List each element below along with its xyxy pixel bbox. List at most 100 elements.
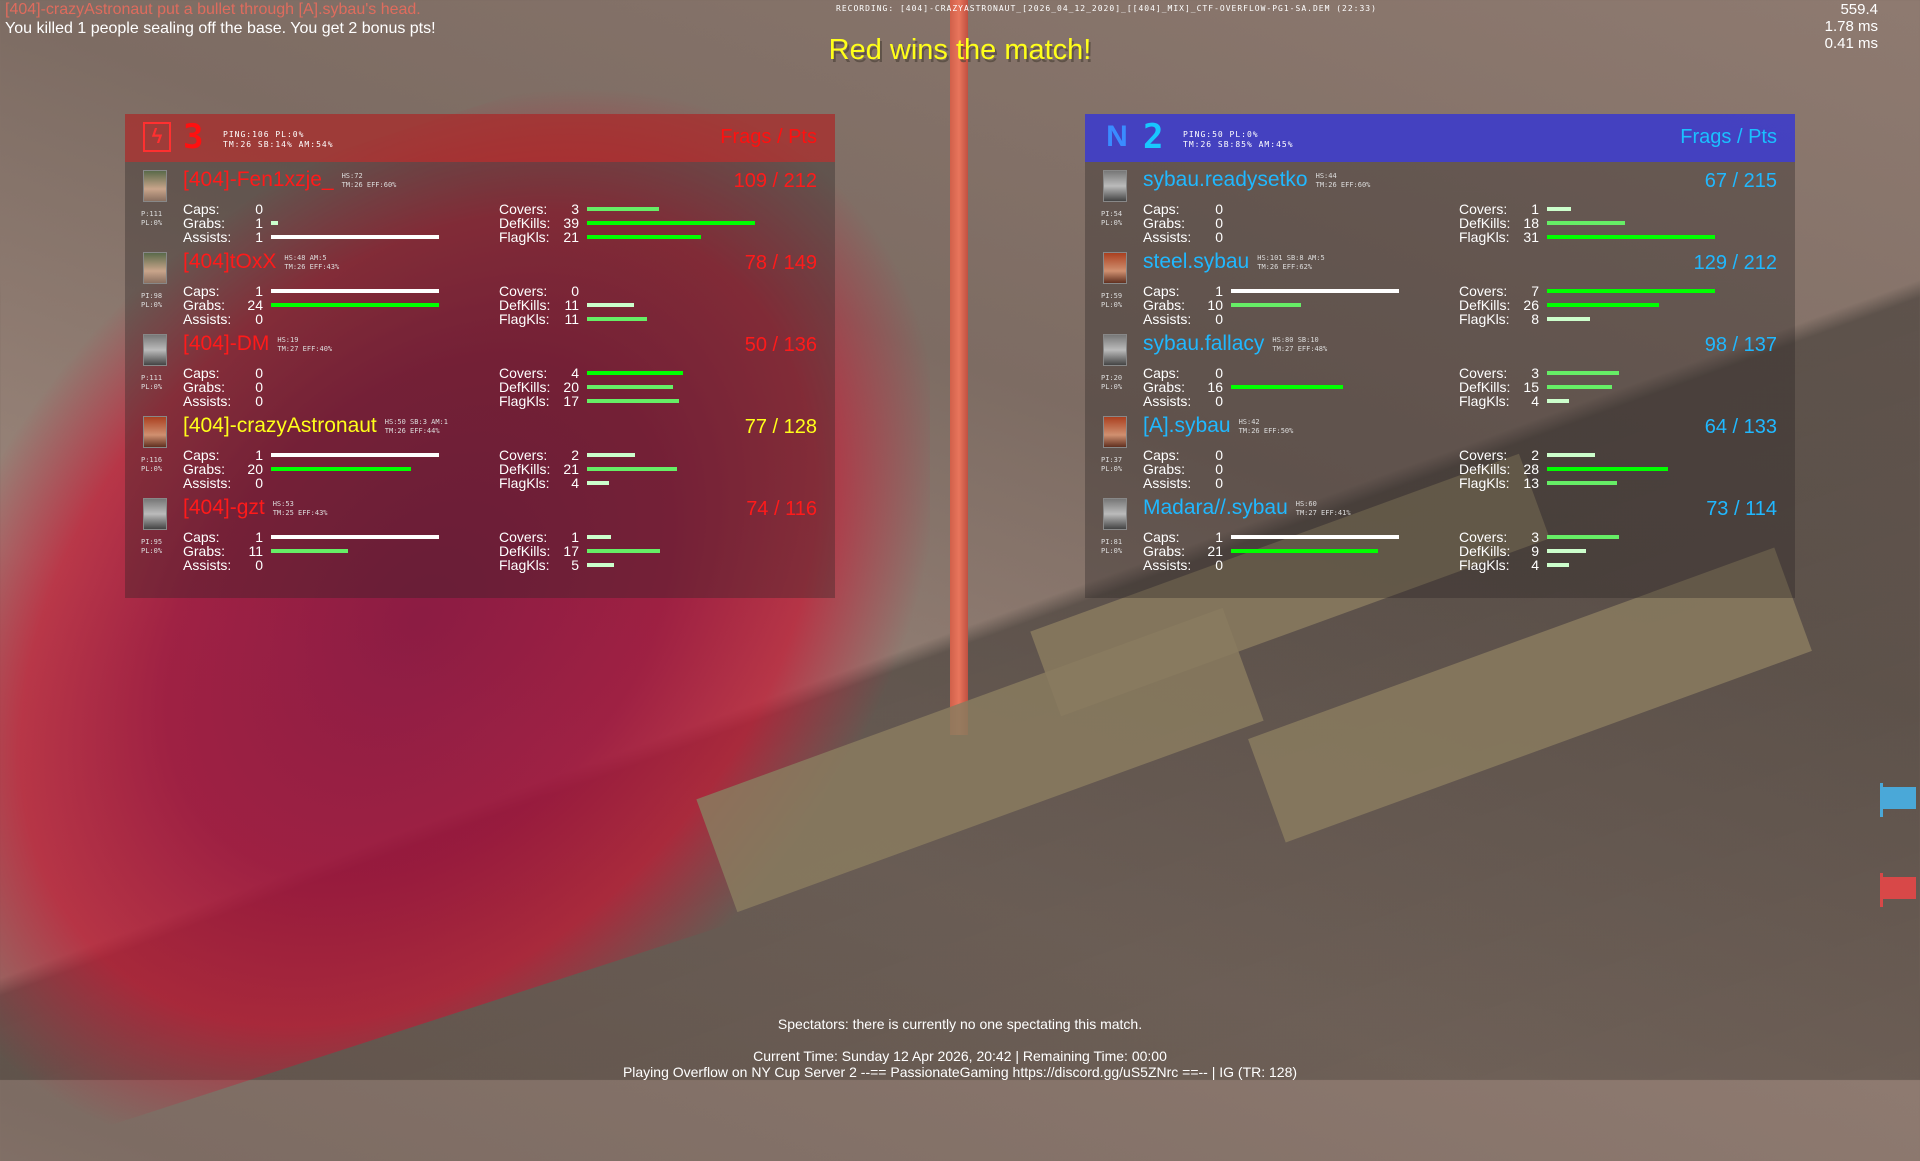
- bonus-message: You killed 1 people sealing off the base…: [5, 20, 436, 37]
- player-defense-stats: Covers:7 DefKills:26 FlagKls:8: [1459, 284, 1715, 326]
- flagkills-bar: [587, 317, 647, 321]
- player-avatar: [143, 252, 167, 284]
- blue-team-meta: PING:50 PL:0% TM:26 SB:85% AM:45%: [1183, 130, 1294, 149]
- player-offense-stats: Caps:0 Grabs:0 Assists:0: [183, 365, 263, 409]
- blue-team-header: N 2 PING:50 PL:0% TM:26 SB:85% AM:45% Fr…: [1085, 114, 1795, 162]
- player-frags-pts: 77 / 128: [744, 416, 817, 438]
- player-avatar: [1103, 416, 1127, 448]
- player-offense-stats: Caps:0 Grabs:1 Assists:1: [183, 202, 439, 244]
- blue-team-score: 2: [1143, 117, 1164, 157]
- grabs-bar: [271, 549, 348, 553]
- caps-bar: [1231, 289, 1399, 293]
- player-offense-stats: Caps:0 Grabs:16 Assists:0: [1143, 366, 1343, 408]
- defkills-bar: [1547, 221, 1625, 225]
- player-avatar: [143, 498, 167, 530]
- match-result-title: Red wins the match!: [828, 34, 1092, 66]
- red-team-score: 3: [183, 117, 204, 157]
- covers-bar: [1547, 535, 1619, 539]
- grabs-bar: [271, 303, 439, 307]
- recording-indicator: RECORDING: [404]-CRAZYASTRONAUT_[2026_04…: [836, 4, 1377, 13]
- player-defense-stats: Covers:2 DefKills:28 FlagKls:13: [1459, 448, 1668, 490]
- player-frags-pts: 74 / 116: [746, 498, 817, 520]
- flagkills-bar: [1547, 317, 1590, 321]
- player-avatar: [1103, 498, 1127, 530]
- player-frags-pts: 109 / 212: [733, 170, 817, 192]
- grabs-bar: [271, 467, 411, 471]
- player-offense-stats: Caps:1 Grabs:11 Assists:0: [183, 530, 439, 572]
- defkills-bar: [587, 385, 673, 389]
- blue-team-logo-icon: N: [1106, 120, 1128, 153]
- blue-flag-status-icon: [1880, 783, 1916, 817]
- player-offense-stats: Caps:0 Grabs:0 Assists:0: [1143, 201, 1223, 245]
- net-time: 0.41 ms: [1824, 35, 1878, 52]
- player-offense-stats: Caps:1 Grabs:21 Assists:0: [1143, 530, 1399, 572]
- player-defense-stats: Covers:2 DefKills:21 FlagKls:4: [499, 448, 677, 490]
- player-avatar: [143, 416, 167, 448]
- flagkills-bar: [1547, 399, 1569, 403]
- player-avatar: [1103, 334, 1127, 366]
- caps-bar: [1231, 535, 1399, 539]
- player-defense-stats: Covers:1 DefKills:18 FlagKls:31: [1459, 202, 1715, 244]
- flagkills-bar: [587, 399, 679, 403]
- flagkills-bar: [587, 563, 614, 567]
- player-defense-stats: Covers:0 DefKills:11 FlagKls:11: [499, 284, 647, 326]
- covers-bar: [587, 207, 659, 211]
- player-offense-stats: Caps:0 Grabs:0 Assists:0: [1143, 447, 1223, 491]
- assists-bar: [271, 235, 439, 239]
- flagkills-bar: [587, 235, 701, 239]
- player-defense-stats: Covers:1 DefKills:17 FlagKls:5: [499, 530, 660, 572]
- player-avatar: [143, 334, 167, 366]
- frame-time: 1.78 ms: [1824, 18, 1878, 35]
- kill-message: [404]-crazyAstronaut put a bullet throug…: [5, 1, 421, 18]
- frags-pts-header: Frags / Pts: [720, 126, 817, 148]
- player-frags-pts: 98 / 137: [1704, 334, 1777, 356]
- player-frags-pts: 78 / 149: [744, 252, 817, 274]
- grabs-bar: [1231, 385, 1343, 389]
- frags-pts-header: Frags / Pts: [1680, 126, 1777, 148]
- red-team-header: ϟ 3 PING:106 PL:0% TM:26 SB:14% AM:54% F…: [125, 114, 835, 162]
- player-frags-pts: 64 / 133: [1704, 416, 1777, 438]
- performance-stats: 559.4 1.78 ms 0.41 ms: [1825, 1, 1878, 52]
- red-team-meta: PING:106 PL:0% TM:26 SB:14% AM:54%: [223, 130, 334, 149]
- covers-bar: [1547, 371, 1619, 375]
- red-team-logo-icon: ϟ: [143, 122, 171, 152]
- player-defense-stats: Covers:3 DefKills:15 FlagKls:4: [1459, 366, 1619, 408]
- covers-bar: [1547, 207, 1571, 211]
- covers-bar: [1547, 289, 1715, 293]
- flagkills-bar: [1547, 235, 1715, 239]
- covers-bar: [1547, 453, 1595, 457]
- flagkills-bar: [1547, 563, 1569, 567]
- flagkills-bar: [1547, 481, 1617, 485]
- defkills-bar: [587, 221, 755, 225]
